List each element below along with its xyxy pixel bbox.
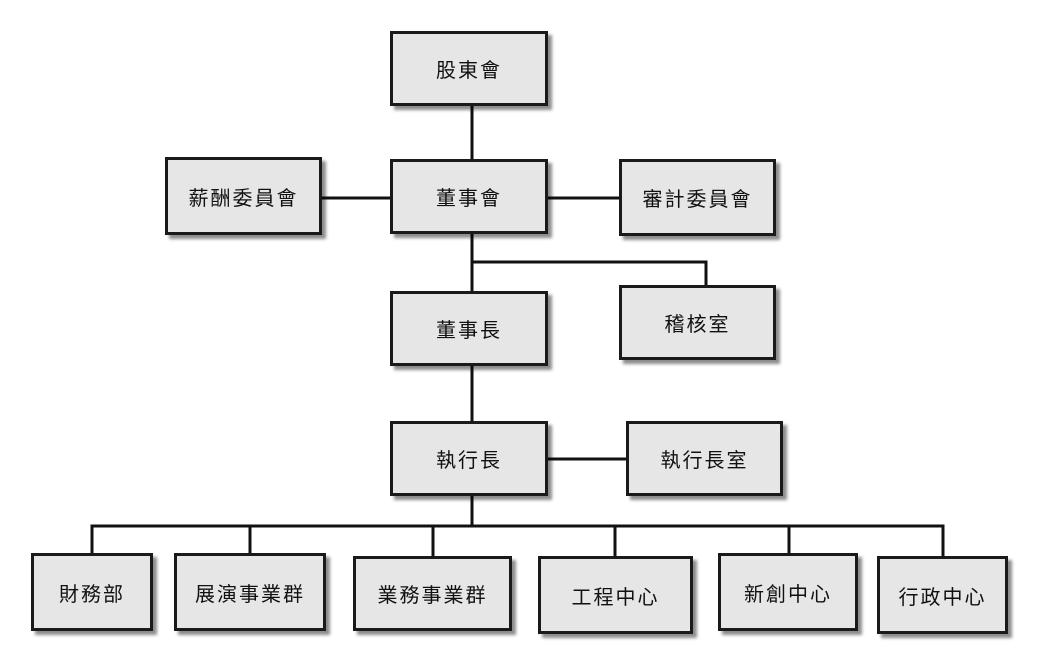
chairman-box: 董事長 [390, 291, 548, 366]
internal-audit-box: 稽核室 [619, 285, 776, 360]
department-exhibition-box: 展演事業群 [174, 553, 326, 631]
board-box: 董事會 [390, 159, 548, 234]
ceo-box: 執行長 [390, 421, 548, 496]
audit-committee-box: 審計委員會 [619, 159, 776, 236]
shareholders-box: 股東會 [390, 31, 548, 106]
ceo-office-box: 執行長室 [626, 421, 783, 496]
line-board-internal-audit [470, 260, 708, 287]
department-engineering-box: 工程中心 [538, 556, 693, 634]
department-admin-box: 行政中心 [877, 556, 1008, 634]
compensation-committee-box: 薪酬委員會 [165, 157, 322, 235]
department-business-box: 業務事業群 [353, 556, 512, 631]
department-finance-box: 財務部 [31, 553, 153, 631]
department-innovation-box: 新創中心 [718, 553, 858, 631]
